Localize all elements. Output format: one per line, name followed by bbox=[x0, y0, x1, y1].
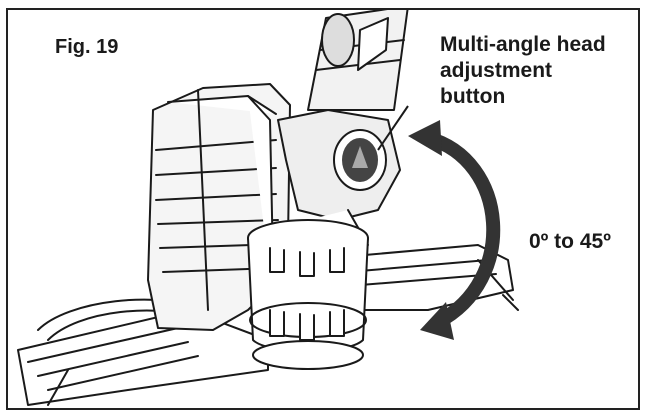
callout-pointer bbox=[377, 105, 409, 151]
figure-label: Fig. 19 bbox=[55, 36, 119, 58]
trimmer-shaft bbox=[307, 10, 409, 111]
callout-line: adjustment bbox=[440, 59, 553, 82]
callout-line: Multi-angle head bbox=[440, 33, 606, 56]
adjustment-button-icon bbox=[333, 129, 387, 191]
callout-label: Multi-angle head adjustment button bbox=[440, 32, 638, 110]
spool-head bbox=[247, 219, 369, 370]
figure-frame: Fig. 19 Multi-angle head adjustment butt… bbox=[6, 8, 640, 410]
callout-line: button bbox=[440, 85, 506, 108]
curved-double-arrow-icon bbox=[408, 120, 501, 340]
angle-range-label: 0º to 45º bbox=[529, 230, 611, 253]
trimmer-head-illustration bbox=[17, 10, 519, 406]
